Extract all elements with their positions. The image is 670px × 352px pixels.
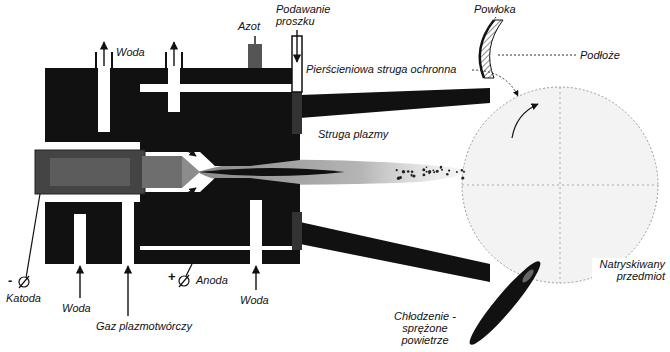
coating-substrate-part [480,20,494,78]
torch-body [35,36,302,264]
torch-body-part [182,156,200,188]
torch-body-part [122,202,134,264]
shielding-jet-part [300,88,490,118]
plasma-jet-part [423,174,426,177]
plasma-jet-part [198,168,345,176]
coating-substrate-part [472,70,518,96]
torch-body-part [250,200,262,264]
sprayed-object-part [512,104,538,138]
plasma-jet-part [461,176,464,179]
torch-body-part [35,150,145,194]
electric-terminals-part [179,276,189,286]
electric-terminals-part [179,275,189,287]
flow-arrows-part [79,266,80,298]
flow-arrows-part [127,266,128,316]
torch-body-part [292,212,302,250]
water-label: Woda [62,302,91,314]
torch-body-part [160,188,196,198]
gas-label: Gaz plazmotwórczy [96,320,192,332]
plasma-jet-part [411,175,413,177]
cooling-label: Chłodzenie - sprężone powietrze [388,310,462,346]
jet-label: Struga plazmy [318,128,388,140]
flow-arrows [80,30,297,316]
torch-body-part [160,146,196,156]
torch-body-part [140,178,300,246]
electrode-label: Anoda [196,274,228,286]
cooling-nozzle [463,256,546,350]
coating-substrate-part [480,20,503,78]
torch-body-part [95,52,97,68]
sprayed-object-part [560,87,561,283]
torch-body-part [292,92,302,134]
flow-arrows-part [103,42,104,66]
shielding-jet [300,88,490,282]
plasma-jet-part [440,167,442,169]
polarity-sign: - [8,274,12,288]
plasma-jet-part [407,170,410,173]
torch-body-part [140,92,300,166]
torch-body-part [140,246,290,250]
electric-terminals-part [186,264,192,276]
plasma-jet-part [463,171,465,173]
plasma-jet-part [446,173,449,176]
torch-body-part [50,158,130,186]
torch-body-part [165,52,167,68]
torch-body-part [111,52,113,68]
water-label: Woda [240,294,269,306]
plasma-jet-part [448,170,450,172]
plasma-jet-part [422,168,425,171]
plasma-jet-part [400,177,402,179]
plasma-jet-part [428,170,431,173]
flow-arrows-part [254,36,255,44]
plasma-jet-part [436,170,439,173]
plasma-jet-part [432,169,434,171]
torch-body-part [142,156,182,188]
substrate-label: Podłoże [580,49,620,61]
plasma-jet-part [456,171,458,173]
object-label: Natryskiwany przedmiot [592,258,666,282]
plasma-jet-part [440,166,442,168]
feed-label: Podawanie proszku [276,3,340,27]
coating-substrate [472,17,576,96]
flow-arrows-part [173,42,174,66]
torch-body-part [248,44,262,68]
cooling-nozzle-part [521,268,536,284]
shielding-jet-part [300,222,490,282]
gas-label: Azot [238,20,260,32]
plasma-jet-part [461,169,463,171]
polarity-sign: + [168,270,176,284]
electric-terminals-part [19,276,29,288]
plasma-jet-part [426,171,428,173]
water-label: Woda [116,46,145,58]
plasma-jet-part [433,171,435,173]
coating-substrate-part [496,55,576,56]
torch-body-part [181,52,183,68]
electrode-label: Katoda [6,292,41,304]
flow-arrows-part [255,266,256,290]
plasma-jet-part [396,169,398,171]
electric-terminals [19,194,192,288]
plasma-jet-part [411,171,414,174]
plasma-jet-part [411,174,413,176]
torch-body-part [140,84,290,92]
sprayed-object-part [462,87,658,283]
plasma-jet-part [441,169,443,171]
plasma-jet-part [412,174,415,177]
flow-arrows-part [296,30,297,62]
electric-terminals-part [26,194,40,278]
jet-label: Pierścieniowa struga ochronna [306,63,456,75]
coating-label: Powłoka [474,3,516,15]
torch-body-part [45,84,140,142]
electric-terminals-part [19,277,29,287]
plasma-jet-part [426,166,428,168]
sprayed-object-part [462,185,658,186]
torch-body-part [74,214,86,264]
plasma-jet-part [402,170,405,173]
coating-substrate-part [488,17,496,28]
sprayed-object [462,87,658,283]
cooling-nozzle-part [463,256,546,350]
